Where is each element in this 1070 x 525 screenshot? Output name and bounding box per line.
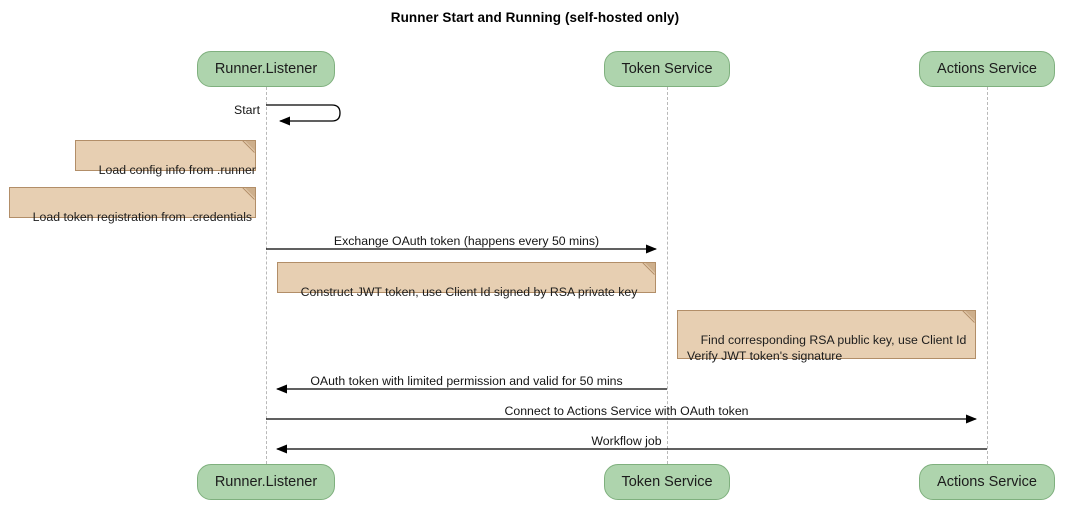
message-text: Connect to Actions Service with OAuth to… <box>504 404 749 418</box>
participant-label: Token Service <box>621 61 713 77</box>
note-text: Load config info from .runner <box>98 163 256 177</box>
message-text: OAuth token with limited permission and … <box>310 374 623 388</box>
lifeline-actions-service <box>987 87 988 464</box>
note-fold-edge-icon <box>242 141 255 154</box>
participant-label: Runner.Listener <box>214 474 318 490</box>
participant-bottom-runner-listener[interactable]: Runner.Listener <box>197 464 335 500</box>
note-load-token-registration: Load token registration from .credential… <box>9 187 256 224</box>
lifeline-token-service <box>667 87 668 464</box>
participant-label: Actions Service <box>937 474 1037 490</box>
participant-top-actions-service[interactable]: Actions Service <box>919 51 1055 87</box>
participant-label: Actions Service <box>937 61 1037 77</box>
message-text: Workflow job <box>591 434 662 448</box>
message-label-oauth-token-reply: OAuth token with limited permission and … <box>266 374 667 388</box>
note-construct-jwt-token: Construct JWT token, use Client Id signe… <box>277 262 656 299</box>
message-text: Start <box>234 103 260 117</box>
message-label-exchange-oauth-token: Exchange OAuth token (happens every 50 m… <box>266 234 667 248</box>
participant-bottom-token-service[interactable]: Token Service <box>604 464 730 500</box>
note-text: Find corresponding RSA public key, use C… <box>687 333 967 363</box>
message-label-start: Start <box>170 103 260 117</box>
participant-label: Runner.Listener <box>214 61 318 77</box>
participant-bottom-actions-service[interactable]: Actions Service <box>919 464 1055 500</box>
page-title: Runner Start and Running (self-hosted on… <box>390 10 680 25</box>
note-text: Construct JWT token, use Client Id signe… <box>300 285 638 299</box>
note-fold-edge-icon <box>242 188 255 201</box>
note-verify-jwt-signature: Find corresponding RSA public key, use C… <box>677 310 976 363</box>
participant-label: Token Service <box>621 474 713 490</box>
note-fold-edge-icon <box>642 263 655 276</box>
note-fold-edge-icon <box>962 311 975 324</box>
message-text: Exchange OAuth token (happens every 50 m… <box>333 234 600 248</box>
participant-top-runner-listener[interactable]: Runner.Listener <box>197 51 335 87</box>
participant-top-token-service[interactable]: Token Service <box>604 51 730 87</box>
arrow-start <box>266 104 341 126</box>
lifeline-runner-listener <box>266 87 267 464</box>
message-label-workflow-job: Workflow job <box>266 434 987 448</box>
message-label-connect-to-actions-service: Connect to Actions Service with OAuth to… <box>266 404 987 418</box>
note-text: Load token registration from .credential… <box>32 210 253 224</box>
note-load-config-info: Load config info from .runner <box>75 140 256 177</box>
